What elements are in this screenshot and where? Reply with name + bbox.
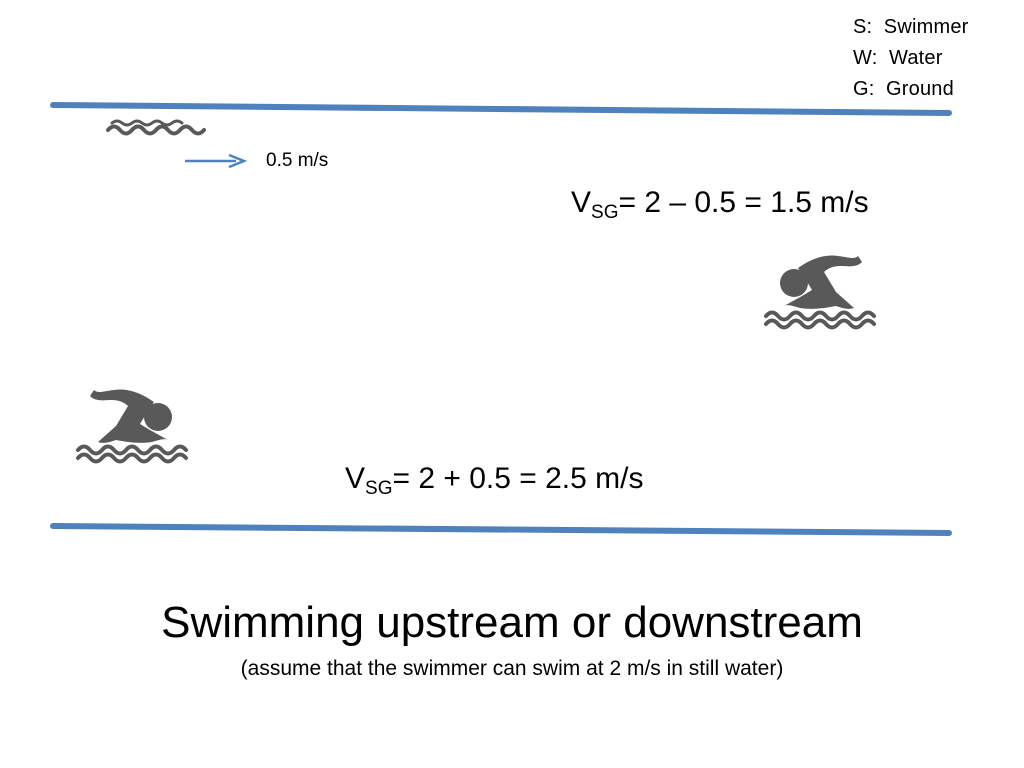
velocity-subscript: SG <box>591 202 619 223</box>
swimmer-icon <box>76 389 188 464</box>
swimmer-icon <box>764 255 876 330</box>
water-waves-icon <box>106 119 206 136</box>
velocity-symbol: V <box>345 462 366 495</box>
velocity-symbol: V <box>571 186 592 219</box>
legend-item-water: W: Water <box>853 47 943 69</box>
legend-item-ground: G: Ground <box>853 78 954 100</box>
upstream-expression: = 2 – 0.5 = 1.5 m/s <box>618 186 869 219</box>
river-bank-top <box>50 102 952 116</box>
current-arrow <box>185 153 248 169</box>
legend: S: Swimmer W: Water G: Ground <box>853 12 969 105</box>
legend-item-swimmer: S: Swimmer <box>853 16 969 38</box>
current-speed-label: 0.5 m/s <box>266 150 329 171</box>
downstream-expression: = 2 + 0.5 = 2.5 m/s <box>392 462 644 495</box>
slide-title: Swimming upstream or downstream <box>161 598 863 647</box>
slide-subtitle: (assume that the swimmer can swim at 2 m… <box>240 657 784 680</box>
downstream-equation: VSG= 2 + 0.5 = 2.5 m/s <box>345 462 644 499</box>
river-bank-bottom <box>50 523 952 536</box>
upstream-equation: VSG= 2 – 0.5 = 1.5 m/s <box>571 186 869 223</box>
velocity-subscript: SG <box>365 478 393 499</box>
